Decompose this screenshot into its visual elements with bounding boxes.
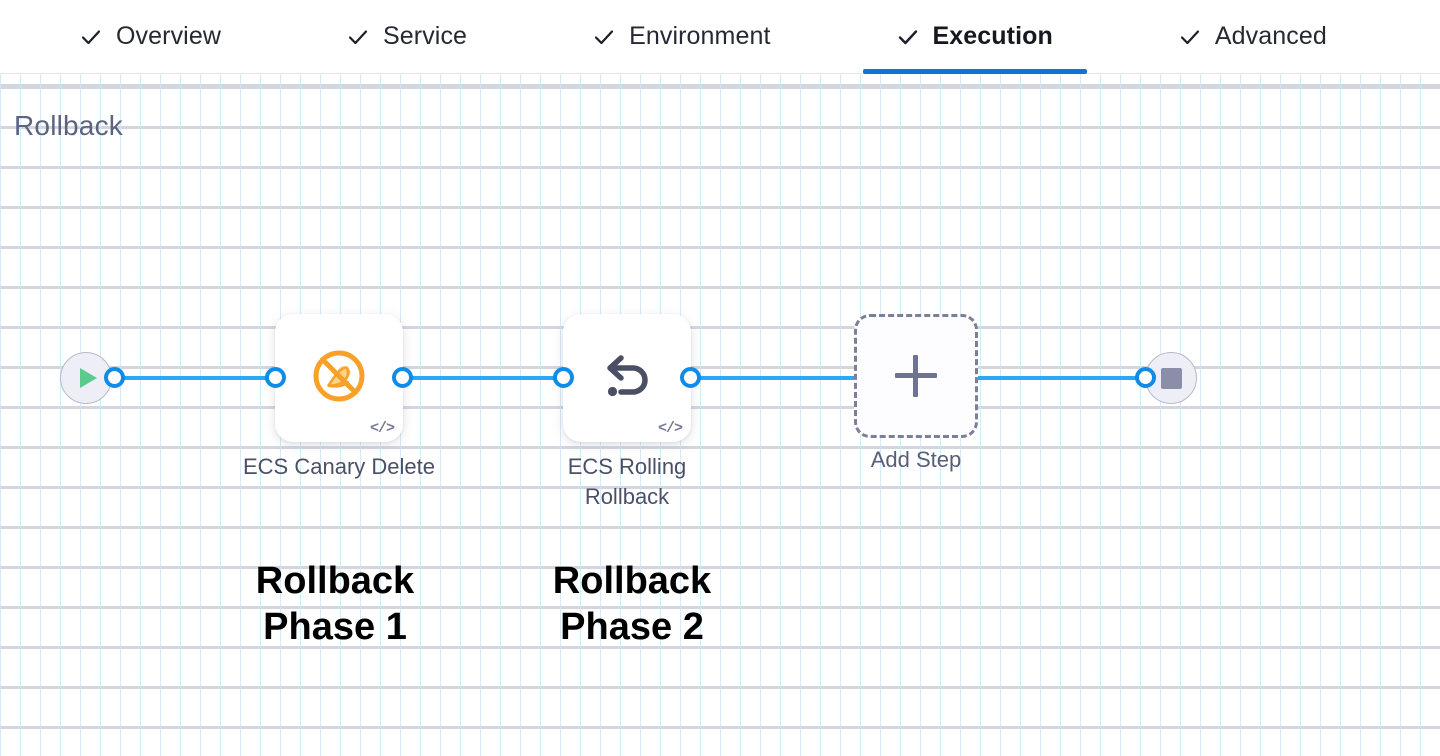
tab-service[interactable]: Service	[313, 0, 501, 74]
port-end-in[interactable]	[1135, 367, 1156, 388]
tab-environment[interactable]: Environment	[559, 0, 804, 74]
step-card[interactable]: </>	[275, 314, 403, 442]
code-badge-icon[interactable]: </>	[657, 420, 683, 437]
pipeline-flow: </> ECS Canary Delete </>	[0, 74, 1440, 756]
step-label: ECS Canary Delete	[243, 454, 435, 479]
step-node-ecs-canary-delete[interactable]: </> ECS Canary Delete	[243, 314, 435, 479]
tab-label: Execution	[932, 22, 1053, 50]
plus-icon	[895, 355, 937, 397]
tab-label: Overview	[116, 22, 221, 50]
check-icon	[347, 26, 369, 48]
tab-label: Environment	[629, 22, 771, 50]
step-node-ecs-rolling-rollback[interactable]: </> ECS Rolling Rollback	[563, 314, 691, 509]
port-step1-out[interactable]	[392, 367, 413, 388]
tab-advanced[interactable]: Advanced	[1145, 0, 1361, 74]
check-icon	[897, 26, 919, 48]
tab-overview[interactable]: Overview	[46, 0, 255, 74]
add-step-node[interactable]: Add Step	[854, 314, 978, 472]
annotation-rollback-phase-1: Rollback Phase 1	[255, 560, 415, 648]
edge-start-to-step1	[108, 376, 288, 380]
play-icon	[80, 368, 97, 388]
annotation-rollback-phase-2: Rollback Phase 2	[552, 560, 712, 648]
code-badge-icon[interactable]: </>	[369, 420, 395, 437]
add-step-label: Add Step	[870, 447, 962, 472]
tab-label: Advanced	[1214, 22, 1327, 50]
edge-addstep-to-end	[972, 376, 1152, 380]
edge-step2-to-addstep	[684, 376, 864, 380]
check-icon	[1179, 26, 1201, 48]
tab-label: Service	[383, 22, 468, 50]
rollback-arrow-icon	[597, 346, 657, 411]
check-icon	[593, 26, 615, 48]
step-card[interactable]: </>	[563, 314, 691, 442]
port-step1-in[interactable]	[265, 367, 286, 388]
port-start-out[interactable]	[104, 367, 125, 388]
check-icon	[80, 26, 102, 48]
pipeline-start-node[interactable]	[60, 352, 112, 404]
port-step2-out[interactable]	[680, 367, 701, 388]
add-step-button[interactable]	[854, 314, 978, 438]
port-step2-in[interactable]	[553, 367, 574, 388]
ecs-canary-delete-icon	[310, 347, 368, 410]
wizard-tab-bar: Overview Service Environment	[0, 0, 1440, 74]
edge-step1-to-step2	[396, 376, 576, 380]
step-label: ECS Rolling Rollback	[567, 454, 687, 509]
tab-execution[interactable]: Execution	[862, 0, 1088, 74]
pipeline-canvas[interactable]: Rollback	[0, 74, 1440, 756]
stop-icon	[1160, 367, 1182, 389]
page-title: Rollback	[14, 110, 123, 141]
